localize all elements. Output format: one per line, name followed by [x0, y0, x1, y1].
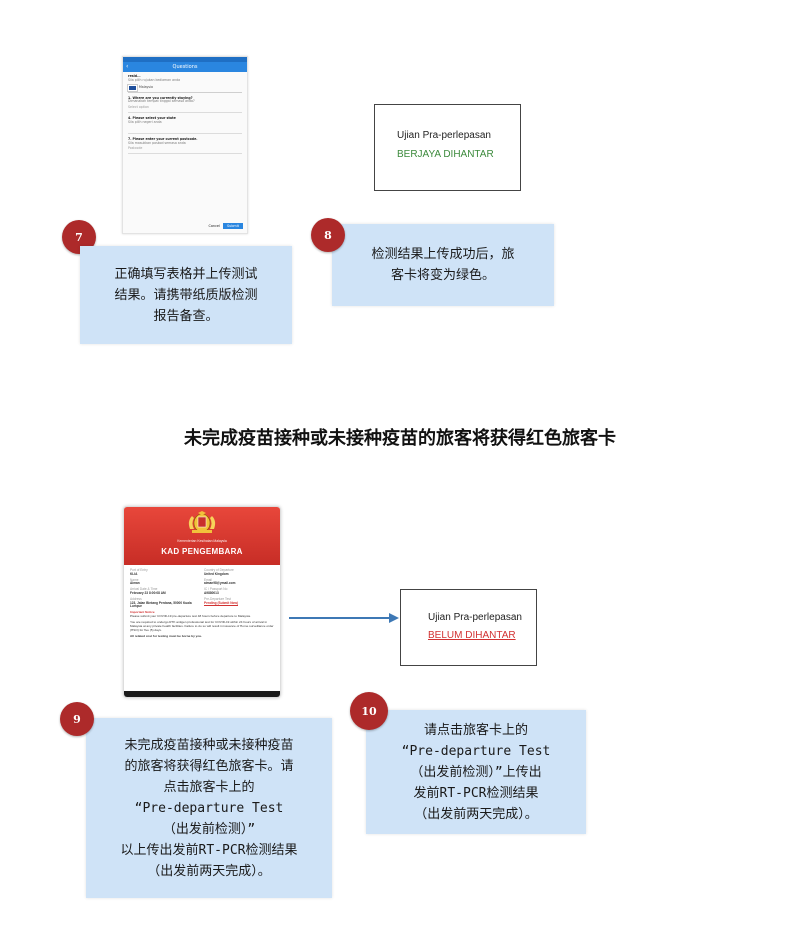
- name-value: Aiman: [130, 581, 140, 586]
- form-question-staying: 1. Where are you currently staying?: [128, 95, 193, 100]
- status-sent-label: BERJAYA DIHANTAR: [397, 149, 494, 160]
- step-8-note: 检测结果上传成功后，旅 客卡将变为绿色。: [332, 224, 554, 306]
- country-select[interactable]: Malaysia: [127, 84, 242, 93]
- step-7-text: 正确填写表格并上传测试 结果。请携带纸质版检测 报告备查。: [114, 266, 258, 324]
- status-pending-label: BELUM DIHANTAR: [428, 630, 516, 641]
- form-question-postcode: 7. Please enter your current postcode.: [128, 136, 198, 141]
- staying-select[interactable]: Select option: [128, 105, 242, 114]
- red-card-heading: 未完成疫苗接种或未接种疫苗的旅客将获得红色旅客卡: [184, 428, 616, 449]
- phone-status-bar: [123, 57, 247, 62]
- form-app-bar: ‹ Questions: [123, 62, 247, 72]
- passport-value: A9880013: [204, 590, 219, 595]
- back-arrow-icon[interactable]: ‹: [126, 63, 129, 70]
- travel-card: Kementerian Kesihatan Malaysia KAD PENGE…: [123, 506, 281, 698]
- malaysia-flag-icon: [127, 84, 138, 93]
- step-badge-10: 10: [350, 692, 388, 730]
- travel-card-header: Kementerian Kesihatan Malaysia KAD PENGE…: [124, 507, 280, 565]
- form-question-residency: resid...: [128, 74, 141, 78]
- postcode-input[interactable]: Postcode: [128, 146, 242, 155]
- step-9-note: 未完成疫苗接种或未接种疫苗 的旅客将获得红色旅客卡。请 点击旅客卡上的 “Pre…: [86, 718, 332, 898]
- card-footer-bar: [124, 691, 280, 697]
- step-8-text: 检测结果上传成功后，旅 客卡将变为绿色。: [371, 247, 515, 283]
- port-of-entry-value: KLIA: [130, 571, 138, 576]
- submit-button[interactable]: Submit: [222, 223, 243, 229]
- form-question-residency-sub: Sila pilih rujukan kediaman anda: [128, 77, 181, 82]
- state-select[interactable]: [128, 127, 242, 134]
- cancel-button[interactable]: Cancel: [208, 224, 220, 228]
- malaysia-coat-of-arms-icon: [188, 511, 216, 533]
- important-notice: Important Notice Please submit your COVI…: [130, 610, 274, 638]
- step-10-note: 请点击旅客卡上的 “Pre-departure Test （出发前检测）”上传出…: [366, 710, 586, 834]
- status-box-pending: Ujian Pra-perlepasan BELUM DIHANTAR: [400, 589, 537, 666]
- step-badge-8: 8: [311, 218, 345, 252]
- ministry-name: Kementerian Kesihatan Malaysia: [177, 539, 227, 543]
- step-7-note: 正确填写表格并上传测试 结果。请携带纸质版检测 报告备查。: [80, 246, 292, 344]
- step-9-text: 未完成疫苗接种或未接种疫苗 的旅客将获得红色旅客卡。请 点击旅客卡上的 “Pre…: [120, 737, 298, 879]
- form-app-title: Questions: [172, 64, 198, 70]
- arrow-right-icon: [289, 613, 399, 623]
- travel-card-title: KAD PENGEMBARA: [161, 547, 243, 556]
- country-of-departure-value: United Kingdom: [204, 571, 229, 576]
- pre-departure-test-link[interactable]: Pending (Submit Now): [204, 600, 238, 605]
- status-box-sent: Ujian Pra-perlepasan BERJAYA DIHANTAR: [374, 104, 521, 191]
- form-question-postcode-sub: Sila masukkan poskod semasa anda: [128, 140, 186, 145]
- email-value: aiman98@ymail.com: [204, 581, 236, 586]
- arrival-datetime-value: February 23 8:00:08 AM: [130, 590, 166, 595]
- address-value: 123, Jalan Bintang Perdana, 50000 Kuala …: [130, 600, 192, 609]
- status-title: Ujian Pra-perlepasan: [428, 612, 522, 623]
- step-badge-9: 9: [60, 702, 94, 736]
- form-question-state: 4. Please select your state: [128, 116, 176, 121]
- step-10-text: 请点击旅客卡上的 “Pre-departure Test （出发前检测）”上传出…: [401, 722, 551, 822]
- form-question-staying-sub: Dimanakah tempat tinggal semasa anda?: [128, 99, 195, 104]
- status-title: Ujian Pra-perlepasan: [397, 130, 491, 141]
- form-question-state-sub: Sila pilih negeri anda: [128, 119, 162, 124]
- form-screenshot: ‹ Questions resid... Sila pilih rujukan …: [122, 56, 248, 234]
